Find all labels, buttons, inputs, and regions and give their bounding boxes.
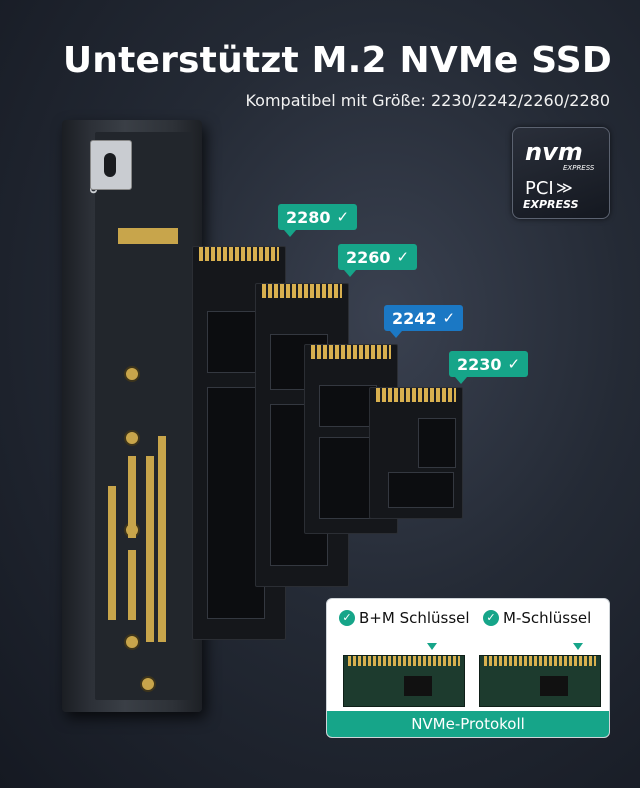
check-icon: ✓ bbox=[336, 208, 350, 226]
tag-pointer bbox=[390, 331, 402, 338]
check-icon: ✓ bbox=[442, 309, 456, 327]
bm-key-text: B+M Schlüssel bbox=[359, 609, 470, 627]
size-label: 2242 bbox=[392, 308, 437, 328]
thermal-strip bbox=[158, 436, 166, 642]
ssd-contacts bbox=[199, 247, 279, 261]
tag-pointer bbox=[284, 230, 296, 237]
usb-c-port bbox=[90, 140, 132, 190]
ssd-contacts bbox=[376, 388, 456, 402]
key-notch-marker bbox=[427, 643, 437, 650]
thermal-strip bbox=[128, 550, 136, 620]
bm-key-ssd-image bbox=[343, 655, 465, 707]
tag-pointer bbox=[344, 270, 356, 277]
check-circle-icon: ✓ bbox=[339, 610, 355, 626]
thermal-strip bbox=[108, 486, 116, 620]
key-compatibility-panel: ✓ B+M Schlüssel ✓ M-Schlüssel NVMe-Proto… bbox=[326, 598, 610, 738]
ssd-chip bbox=[540, 676, 568, 696]
m2-slot-contact bbox=[118, 228, 178, 244]
check-icon: ✓ bbox=[396, 248, 410, 266]
ssd-contacts bbox=[311, 345, 391, 359]
check-icon: ✓ bbox=[507, 355, 521, 373]
bm-key-label: ✓ B+M Schlüssel bbox=[339, 609, 470, 627]
nvme-pcie-logo: nvm EXPRESS PCI ≫ EXPRESS bbox=[512, 127, 610, 219]
compatibility-text: Kompatibel mit Größe: 2230/2242/2260/228… bbox=[245, 91, 610, 110]
size-tag-2280: 2280 ✓ bbox=[278, 204, 358, 237]
standoff-hole bbox=[140, 676, 156, 692]
ssd-chip bbox=[319, 385, 377, 427]
ssd-chip bbox=[418, 418, 456, 468]
pci-express-text: EXPRESS bbox=[523, 198, 579, 211]
ssd-2230 bbox=[369, 387, 463, 519]
ssd-chip bbox=[319, 437, 377, 519]
headline: Unterstützt M.2 NVMe SSD bbox=[62, 40, 612, 81]
ssd-chip bbox=[404, 676, 432, 696]
ssd-contacts bbox=[262, 284, 342, 298]
size-tag-2260: 2260 ✓ bbox=[338, 244, 418, 277]
thermal-strip bbox=[146, 456, 154, 642]
thermal-strip bbox=[128, 456, 136, 538]
check-circle-icon: ✓ bbox=[483, 610, 499, 626]
size-label: 2280 bbox=[286, 207, 331, 227]
standoff-hole bbox=[124, 634, 140, 650]
m-key-ssd-image bbox=[479, 655, 601, 707]
key-notch-marker bbox=[573, 643, 583, 650]
size-label: 2230 bbox=[457, 354, 502, 374]
pci-arrow-icon: ≫ bbox=[556, 178, 573, 197]
ssd-contacts bbox=[484, 656, 596, 666]
nvm-express-text: EXPRESS bbox=[563, 164, 595, 172]
size-label: 2260 bbox=[346, 247, 391, 267]
m-key-text: M-Schlüssel bbox=[503, 609, 592, 627]
size-tag-2242: 2242 ✓ bbox=[384, 305, 464, 338]
nvm-logo-text: nvm bbox=[525, 138, 583, 166]
pci-logo-text: PCI bbox=[525, 178, 554, 199]
ssd-contacts bbox=[348, 656, 460, 666]
ssd-enclosure bbox=[62, 120, 202, 712]
size-tag-2230: 2230 ✓ bbox=[449, 351, 529, 384]
tag-pointer bbox=[455, 377, 467, 384]
standoff-hole bbox=[124, 366, 140, 382]
m-key-label: ✓ M-Schlüssel bbox=[483, 609, 591, 627]
protocol-bar: NVMe-Protokoll bbox=[327, 711, 609, 737]
usb-c-opening bbox=[104, 153, 116, 177]
standoff-hole bbox=[124, 430, 140, 446]
ssd-chip bbox=[388, 472, 454, 508]
